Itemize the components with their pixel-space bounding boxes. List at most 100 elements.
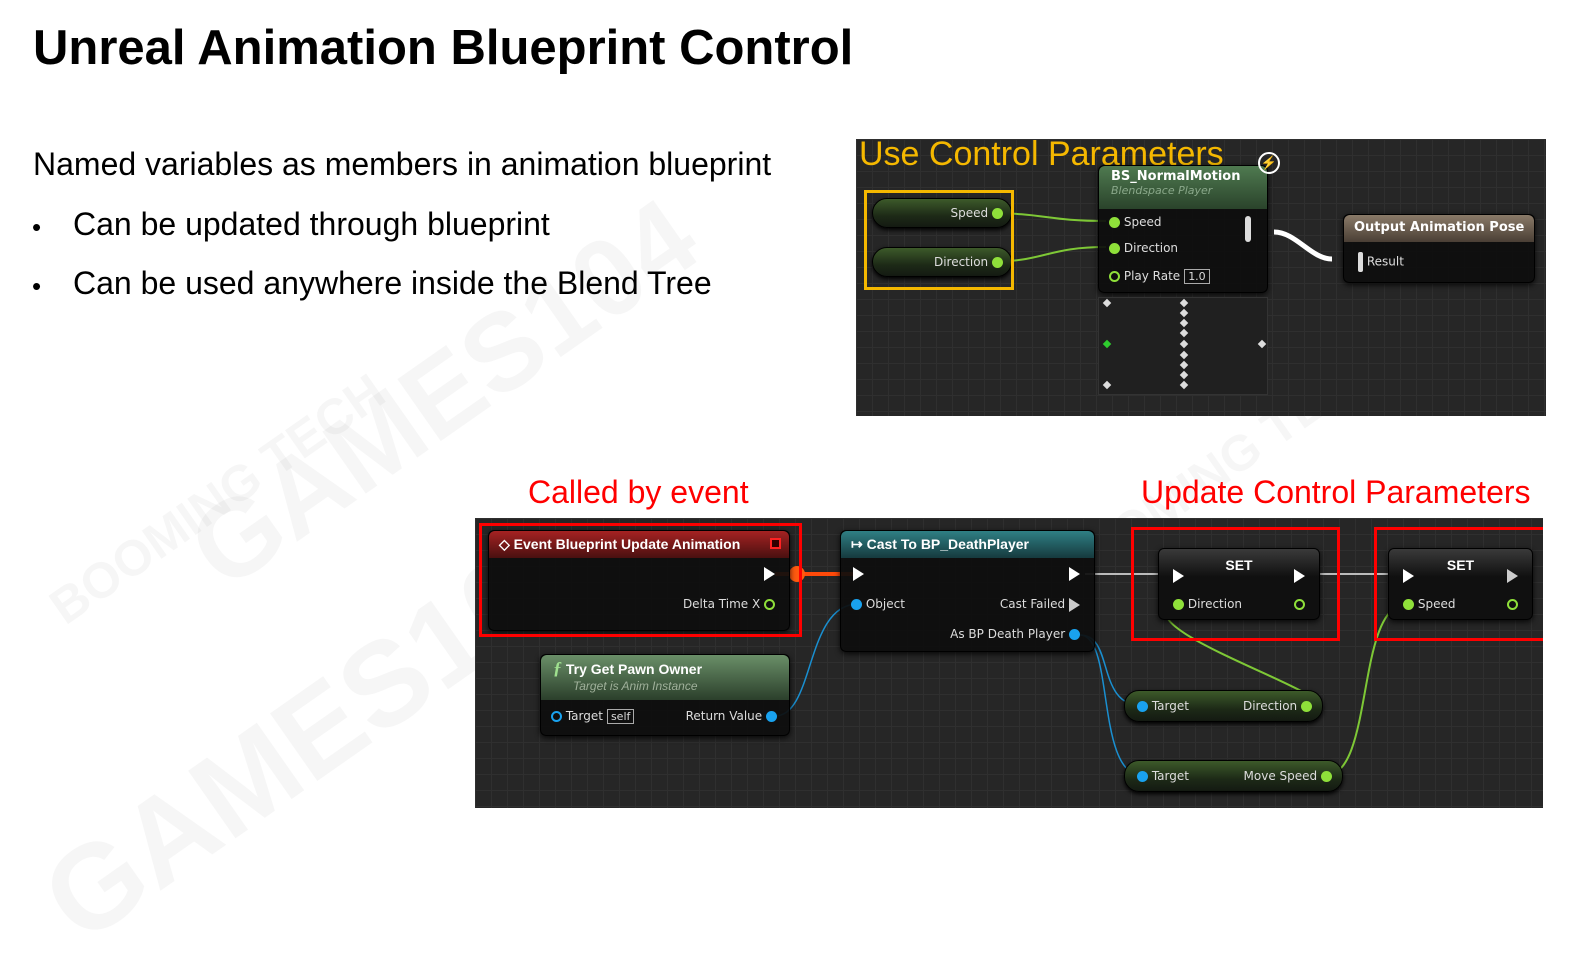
node-title: Output Animation Pose	[1344, 215, 1534, 242]
pin-label: Target	[1151, 769, 1189, 783]
cast-node[interactable]: ↦ Cast To BP_DeathPlayer Object Cast Fai…	[840, 530, 1095, 652]
pin-direction[interactable]: Direction	[1173, 597, 1242, 611]
pin-icon[interactable]	[992, 257, 1003, 268]
set-direction-node[interactable]: SET Direction	[1158, 548, 1320, 620]
pin-icon	[1137, 771, 1148, 782]
variable-label: Speed	[950, 206, 989, 220]
pin-label: Play Rate	[1123, 269, 1181, 283]
pin-as-bp-death-player[interactable]: As BP Death Player	[950, 627, 1080, 641]
caption-update-params: Update Control Parameters	[1141, 474, 1531, 510]
exec-icon	[1507, 568, 1518, 583]
pin-cast-failed[interactable]: Cast Failed	[1000, 597, 1080, 612]
pin-label: Delta Time X	[682, 597, 761, 611]
bullet-1: Can be updated through blueprint	[73, 206, 550, 242]
play-rate-input[interactable]: 1.0	[1184, 269, 1210, 284]
exec-in-pin[interactable]	[1403, 568, 1414, 583]
node-subtitle: Blendspace Player	[1111, 184, 1213, 197]
pin-label: Result	[1366, 254, 1404, 269]
exec-out-pin[interactable]	[1069, 566, 1080, 581]
pin-icon	[1109, 243, 1120, 254]
bullet-2: Can be used anywhere inside the Blend Tr…	[73, 265, 712, 301]
variable-direction[interactable]: Direction	[872, 247, 1012, 277]
get-direction-node[interactable]: Target Direction	[1124, 690, 1323, 722]
exec-in-pin[interactable]	[853, 566, 864, 581]
pin-icon	[764, 599, 775, 610]
highlight-box	[1374, 527, 1543, 641]
pin-icon	[1301, 701, 1312, 712]
caption-called-by-event: Called by event	[528, 474, 749, 510]
pin-speed[interactable]: Speed	[1109, 215, 1161, 229]
exec-icon	[1403, 568, 1414, 583]
pin-icon	[766, 711, 777, 722]
exec-icon	[1069, 597, 1080, 612]
exec-icon	[764, 566, 775, 581]
watermark: BOOMING TECH	[39, 362, 395, 636]
pin-out[interactable]	[1294, 597, 1305, 611]
pin-icon	[1403, 599, 1414, 610]
pin-label: Cast Failed	[999, 597, 1066, 611]
pin-return-value[interactable]: Return Value	[686, 709, 777, 723]
exec-icon	[1173, 568, 1184, 583]
event-update-animation-node[interactable]: ◇ Event Blueprint Update Animation Delta…	[488, 530, 790, 631]
wire-pose	[1273, 229, 1333, 262]
node-title: Try Get Pawn Owner	[565, 661, 703, 677]
exec-icon	[1294, 568, 1305, 583]
pose-output-icon[interactable]	[1245, 216, 1251, 242]
intro-text: Named variables as members in animation …	[33, 146, 772, 182]
exec-in-pin[interactable]	[1173, 568, 1184, 583]
pin-icon[interactable]	[992, 208, 1003, 219]
pin-label: Speed	[1417, 597, 1456, 611]
slide-title: Unreal Animation Blueprint Control	[33, 21, 854, 75]
node-subtitle: Target is Anim Instance	[573, 679, 698, 693]
pin-icon	[1321, 771, 1332, 782]
pin-label: Direction	[1187, 597, 1243, 611]
pin-label: Object	[865, 597, 905, 611]
set-speed-node[interactable]: SET Speed	[1388, 548, 1533, 620]
event-icon: ◇	[499, 536, 510, 552]
get-move-speed-node[interactable]: Target Move Speed	[1124, 760, 1343, 792]
try-get-pawn-owner-node[interactable]: ƒ Try Get Pawn Owner Target is Anim Inst…	[540, 654, 790, 736]
exec-out-pin[interactable]	[764, 566, 775, 581]
output-pose-node[interactable]: Output Animation Pose Result	[1343, 214, 1535, 283]
variable-speed[interactable]: Speed	[872, 198, 1012, 228]
blend-tree-graph: Speed Direction Use Control Parameters B…	[856, 139, 1546, 416]
pin-icon	[1294, 599, 1305, 610]
node-title: Event Blueprint Update Animation	[513, 536, 741, 552]
delegate-pin-icon[interactable]	[770, 538, 781, 549]
node-title: SET	[1446, 557, 1475, 573]
exec-out-pin[interactable]	[1507, 568, 1518, 583]
pin-icon	[1109, 271, 1120, 282]
function-icon: ƒ	[553, 658, 562, 678]
pin-label: Direction	[1242, 699, 1298, 713]
pin-icon	[1109, 217, 1120, 228]
pin-label: Speed	[1123, 215, 1162, 229]
pin-icon	[1507, 599, 1518, 610]
target-value[interactable]: self	[606, 709, 635, 724]
pin-speed[interactable]: Speed	[1403, 597, 1455, 611]
pin-object[interactable]: Object	[851, 597, 905, 611]
pin-label: Target	[565, 709, 603, 723]
blendspace-node[interactable]: BS_NormalMotion Blendspace Player Speed …	[1098, 165, 1268, 293]
pin-icon	[851, 599, 862, 610]
node-title: BS_NormalMotion	[1111, 169, 1241, 184]
exec-icon	[1069, 566, 1080, 581]
pin-label: Return Value	[685, 709, 763, 723]
pose-icon	[1358, 252, 1363, 272]
pin-direction[interactable]: Direction	[1109, 241, 1178, 255]
exec-icon	[853, 566, 864, 581]
pin-label: Move Speed	[1243, 769, 1318, 783]
lightning-icon: ⚡	[1258, 152, 1280, 174]
bullet-glyph: •	[32, 212, 42, 242]
pin-result[interactable]: Result	[1358, 252, 1404, 272]
bullet-glyph: •	[32, 271, 42, 301]
pin-out[interactable]	[1507, 597, 1518, 611]
pin-label: Target	[1151, 699, 1189, 713]
exec-out-pin[interactable]	[1294, 568, 1305, 583]
event-graph: ◇ Event Blueprint Update Animation Delta…	[475, 518, 1543, 808]
pin-icon	[1173, 599, 1184, 610]
highlight-box	[864, 190, 1014, 290]
pin-delta-time[interactable]: Delta Time X	[683, 597, 775, 611]
highlight-box	[479, 523, 802, 637]
